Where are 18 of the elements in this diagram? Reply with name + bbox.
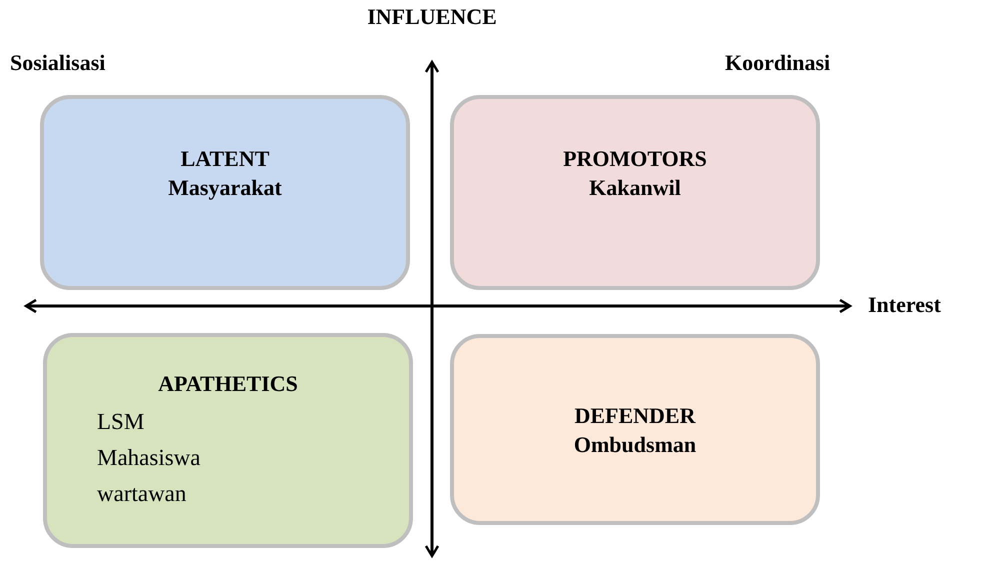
stakeholder-name: Kakanwil: [589, 174, 681, 202]
quadrant-box: [40, 95, 410, 290]
quadrant-box: [43, 333, 413, 548]
strategy-label: Koordinasi: [725, 50, 830, 76]
quadrant-title: LATENT: [180, 144, 270, 172]
axis-label: Interest: [868, 292, 941, 318]
quadrant-title: APATHETICS: [158, 370, 298, 398]
bullet-item: LSM: [97, 408, 146, 436]
quadrant-title: PROMOTORS: [563, 144, 707, 172]
stakeholder-name: Ombudsman: [574, 430, 696, 458]
stakeholder-name: Masyarakat: [168, 174, 282, 202]
quadrant-box: [450, 95, 820, 290]
quadrant-box: [450, 334, 820, 525]
bullet-item: wartawan: [97, 480, 188, 508]
axis-label: INFLUENCE: [367, 4, 497, 30]
strategy-label: Sosialisasi: [10, 50, 106, 76]
bullet-item: Mahasiswa: [97, 444, 200, 472]
quadrant-title: DEFENDER: [574, 402, 696, 430]
